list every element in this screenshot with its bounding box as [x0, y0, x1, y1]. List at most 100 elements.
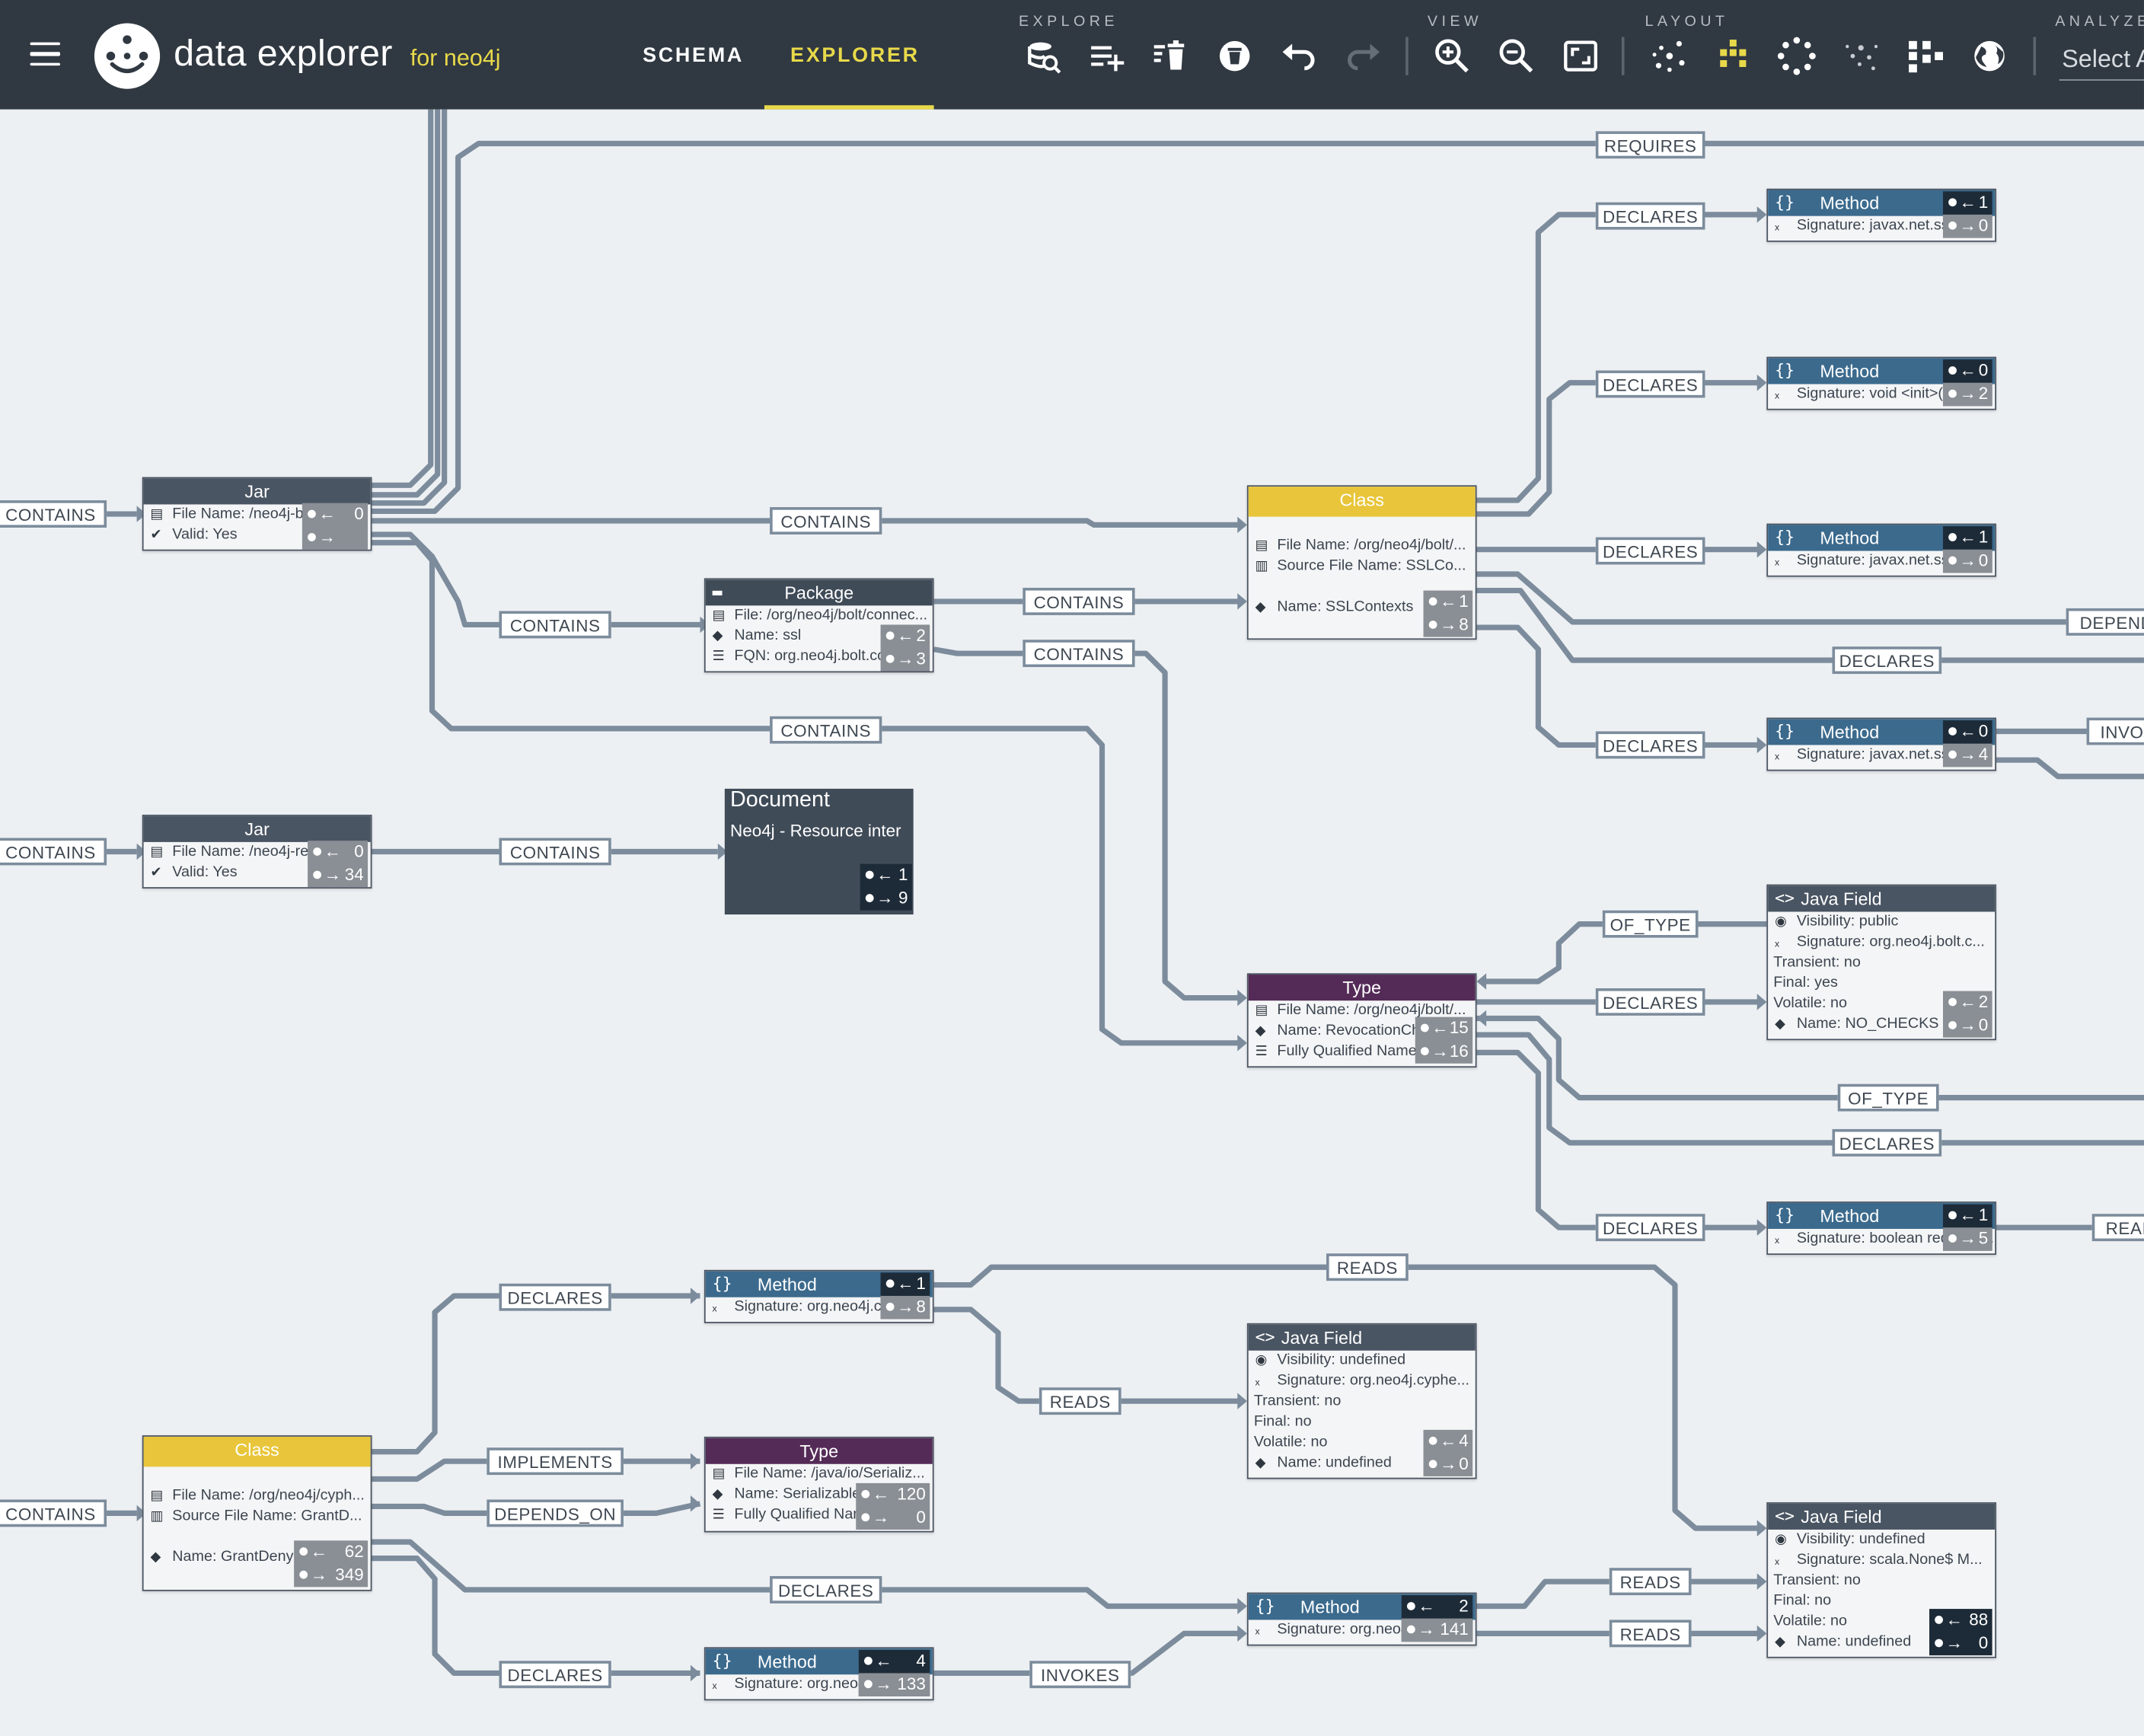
- degree-counts: ←0 →2: [1942, 359, 1992, 407]
- edge-label-depends-on[interactable]: DEPENDS_ON: [487, 1499, 624, 1527]
- node-signature: Signature: javax.net.ssl.SS...: [1796, 746, 1989, 763]
- edge-label-reads[interactable]: READS: [1609, 1620, 1692, 1648]
- edge-label-reads[interactable]: READS: [1326, 1253, 1409, 1281]
- edge-label-declares[interactable]: DECLARES: [1595, 537, 1705, 565]
- tag-icon: ◆: [1775, 1016, 1785, 1032]
- class-node[interactable]: Class ▤File Name: /org/neo4j/bolt/... ▥S…: [1246, 485, 1477, 640]
- degree-counts: ←1 →8: [1423, 590, 1473, 637]
- node-title: Method: [1820, 721, 1880, 742]
- radial-layout-icon[interactable]: [1840, 36, 1881, 77]
- edge-label-reads[interactable]: REAI: [2091, 1214, 2144, 1242]
- edge-label-declares[interactable]: DECLARES: [1832, 1128, 1942, 1157]
- node-visibility: Visibility: undefined: [1796, 1530, 1925, 1548]
- signature-icon: ₓ: [1775, 1231, 1779, 1247]
- node-volatile: Volatile: no: [1773, 994, 1847, 1012]
- degree-counts: ←0 →34: [308, 841, 368, 888]
- fit-screen-icon[interactable]: [1560, 36, 1601, 77]
- undo-icon[interactable]: [1278, 36, 1319, 77]
- grid-layout-icon[interactable]: [1713, 36, 1754, 77]
- globe-icon[interactable]: [1969, 36, 2010, 77]
- edge-label-declares[interactable]: DECLARES: [1595, 202, 1705, 230]
- hierarchy-layout-icon[interactable]: [1905, 36, 1946, 77]
- tab-explorer[interactable]: EXPLORER: [790, 43, 920, 67]
- search-database-icon[interactable]: [1023, 36, 1064, 77]
- node-title: Jar: [143, 815, 371, 842]
- edge-label-contains[interactable]: CONTAINS: [499, 838, 611, 866]
- zoom-out-icon[interactable]: [1496, 36, 1537, 77]
- circle-layout-icon[interactable]: [1776, 36, 1817, 77]
- node-final: Final: no: [1773, 1592, 1832, 1610]
- edge-label-requires[interactable]: REQUIRES: [1595, 131, 1705, 159]
- eye-icon: ◉: [1775, 1532, 1787, 1548]
- edge-label-invokes[interactable]: INVOK: [2086, 717, 2144, 745]
- jar-node[interactable]: Jar ▤File Name: /neo4j-bolt-con... ✔Vali…: [142, 477, 372, 551]
- edge-label-contains[interactable]: CONTAINS: [499, 611, 611, 639]
- hamburger-menu-icon[interactable]: [30, 42, 61, 67]
- braces-icon: {}: [1255, 1596, 1275, 1616]
- edge-label-declares[interactable]: DECLARES: [1595, 370, 1705, 398]
- add-list-icon[interactable]: [1087, 36, 1128, 77]
- edge-label-reads[interactable]: READS: [1038, 1387, 1121, 1415]
- edge-label-implements[interactable]: IMPLEMENTS: [487, 1447, 624, 1476]
- edge-label-depends[interactable]: DEPEND: [2066, 608, 2144, 636]
- toolbar-separator: [2033, 37, 2037, 75]
- degree-counts: ←15 →16: [1415, 1016, 1473, 1064]
- edge-label-reads[interactable]: READS: [1609, 1568, 1692, 1596]
- edge-label-invokes[interactable]: INVOKES: [1029, 1661, 1131, 1689]
- node-volatile: Volatile: no: [1773, 1613, 1847, 1629]
- node-fqn: Fully Qualified Name: org...: [1277, 1042, 1460, 1060]
- force-layout-icon[interactable]: [1649, 36, 1690, 77]
- class-node[interactable]: Class ▤File Name: /org/neo4j/cyph... ▥So…: [142, 1435, 372, 1591]
- remove-circle-icon[interactable]: [1214, 36, 1255, 77]
- edge-label-contains[interactable]: CONTAINS: [770, 716, 882, 744]
- edge-label-declares[interactable]: DECLARES: [1595, 988, 1705, 1016]
- braces-icon: {}: [712, 1274, 732, 1294]
- edge-label-contains[interactable]: CONTAINS: [770, 507, 882, 535]
- document-node[interactable]: Document Neo4j - Resource inter ←1 →9: [724, 788, 914, 915]
- zoom-in-icon[interactable]: [1431, 36, 1472, 77]
- type-node[interactable]: Type ▤File Name: /org/neo4j/bolt/... ◆Na…: [1246, 973, 1477, 1068]
- tag-icon: ◆: [1255, 1023, 1266, 1039]
- edge-label-contains[interactable]: CONTAINS: [1023, 587, 1135, 615]
- edge-label-contains[interactable]: CONTAINS: [0, 1499, 107, 1527]
- app-logo: [94, 23, 161, 89]
- type-node[interactable]: Type ▤File Name: /java/io/Serializ... ◆N…: [704, 1436, 934, 1533]
- jar-node[interactable]: Jar ▤File Name: /neo4j-resourc... ✔Valid…: [142, 814, 372, 889]
- edge-label-declares[interactable]: DECLARES: [499, 1283, 611, 1311]
- edge-label-declares[interactable]: DECLARES: [1595, 1214, 1705, 1242]
- edge-label-of-type[interactable]: OF_TYPE: [1602, 910, 1699, 938]
- edge-label-contains[interactable]: CONTAINS: [1023, 640, 1135, 668]
- redo-icon[interactable]: [1343, 36, 1384, 77]
- edge-label-declares[interactable]: DECLARES: [770, 1575, 882, 1604]
- edge-label-declares[interactable]: DECLARES: [1595, 731, 1705, 759]
- node-final: Final: no: [1253, 1413, 1312, 1430]
- edge-label-contains[interactable]: CONTAINS: [0, 838, 107, 866]
- signature-icon: ₓ: [1775, 934, 1779, 950]
- node-name: Name: NO_CHECKS: [1796, 1015, 1939, 1032]
- degree-counts: ←4 →0: [1423, 1429, 1473, 1476]
- edge-label-contains[interactable]: CONTAINS: [0, 500, 107, 528]
- braces-icon: {}: [1775, 721, 1795, 742]
- node-file-name: File Name: /org/neo4j/bolt/...: [1277, 537, 1466, 554]
- delete-icon[interactable]: [1150, 36, 1191, 77]
- node-signature: Signature: org.neo4j.bolt.c...: [1796, 933, 1985, 950]
- node-title: Class: [1248, 487, 1476, 517]
- edge-label-declares[interactable]: DECLARES: [1832, 646, 1942, 675]
- analyze-select[interactable]: Select A: [2062, 45, 2144, 73]
- edge-label-declares[interactable]: DECLARES: [499, 1661, 611, 1689]
- package-node[interactable]: ▬Package ▤File: /org/neo4j/bolt/connec..…: [704, 578, 934, 673]
- edge-label-of-type[interactable]: OF_TYPE: [1837, 1083, 1939, 1112]
- file-icon: ▤: [1255, 538, 1268, 554]
- tab-schema[interactable]: SCHEMA: [643, 43, 744, 67]
